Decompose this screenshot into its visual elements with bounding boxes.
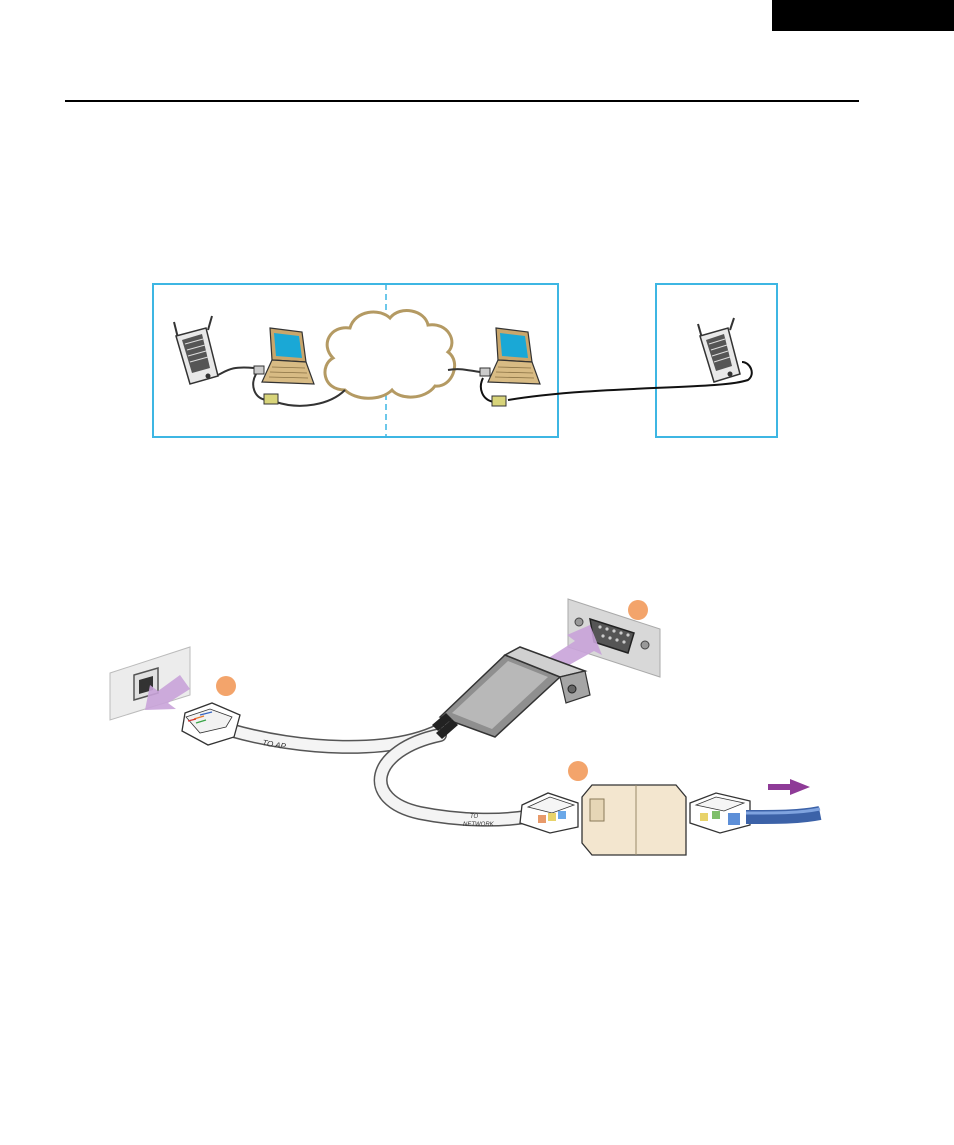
laptop-icon bbox=[254, 328, 314, 384]
rj45-plug-icon bbox=[520, 793, 578, 833]
access-point-icon bbox=[698, 318, 740, 382]
rj45-coupler-icon bbox=[582, 785, 686, 855]
laptop-icon bbox=[480, 328, 540, 384]
cable-illustration: TO AP TO NETWORK bbox=[0, 585, 954, 875]
serial-cable-left bbox=[218, 367, 254, 375]
header-rule bbox=[65, 100, 859, 102]
callout-2 bbox=[628, 600, 648, 620]
rj45-plug-icon bbox=[182, 703, 240, 745]
access-point-icon bbox=[174, 316, 218, 384]
network-diagram bbox=[0, 270, 954, 450]
page-corner-bar bbox=[772, 0, 954, 31]
rj45-plug-icon bbox=[492, 396, 506, 406]
rj45-plug-icon bbox=[690, 793, 750, 833]
to-network-label-line1: TO bbox=[470, 814, 479, 820]
network-cloud-icon bbox=[325, 311, 455, 399]
rj45-plug-icon bbox=[264, 394, 278, 404]
arrow-right-icon bbox=[768, 779, 810, 795]
callout-3 bbox=[568, 761, 588, 781]
to-network-label-line2: NETWORK bbox=[463, 822, 495, 828]
callout-1 bbox=[216, 676, 236, 696]
